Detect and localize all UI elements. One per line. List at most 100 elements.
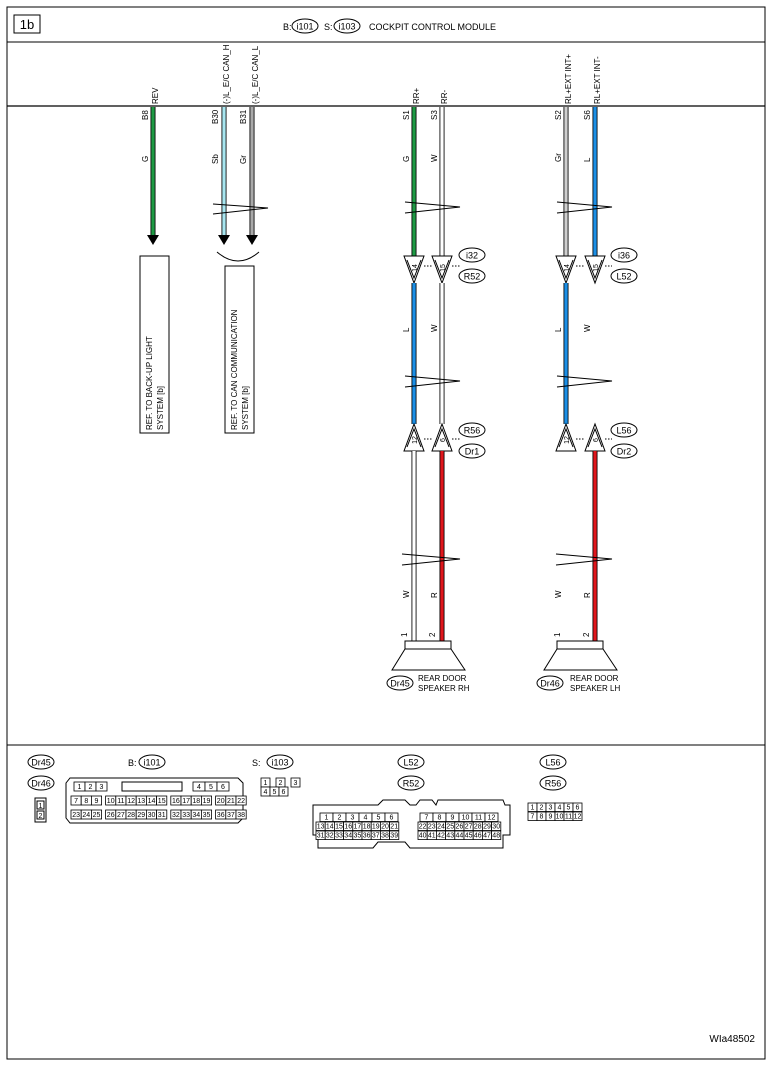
i101-pin-17: 17 [182,798,190,805]
l52-pin-20: 20 [381,824,389,831]
i101-pin-33: 33 [182,812,190,819]
i101-pin-3-cell [95,781,108,792]
l52-pin-37: 37 [372,833,380,840]
page-tag: 1b [20,17,34,32]
l52-pin-29: 29 [483,824,491,831]
cv-i101-prefix: B: [128,758,137,768]
color-b8: G [141,156,150,162]
i103-pin-3-cell [290,777,301,788]
l52-pin-28: 28 [474,824,482,831]
l52-pin-33: 33 [335,833,343,840]
l52-pin-19: 19 [372,824,380,831]
l52-pin-15: 15 [335,824,343,831]
i101-pin-19: 19 [203,798,211,805]
speaker-rh-icon [391,640,466,671]
i101-pin-8: 8 [84,798,88,805]
pin-s2: S2 [554,110,563,120]
l52-pin-10: 10 [462,815,470,822]
l56-pin-4: 4 [558,805,562,812]
i101-pin-9-cell [91,795,103,806]
i103-pin-2: 2 [279,780,283,787]
i101-pin-19-cell [200,795,212,806]
title-b-connector: i101 [296,22,313,32]
l52-pin-25: 25 [446,824,454,831]
l56-pin-6-cell [572,802,583,812]
i101-pin-35: 35 [203,812,211,819]
i101-pin-31-cell [156,809,168,820]
i103-pin-5: 5 [273,789,277,796]
i101-pin-30: 30 [148,812,156,819]
l52-pin-40: 40 [419,833,427,840]
l56-pin-12: 12 [574,814,582,821]
color-b30: Sb [211,154,220,164]
connector-dr46: Dr46 [540,679,560,689]
connector-dr1: Dr1 [465,447,480,457]
i103-pin-3: 3 [294,780,298,787]
title-block: B: i101 S: i103 COCKPIT CONTROL MODULE [283,18,496,34]
i101-pin-11: 11 [117,798,124,805]
i101-pin-38-cell [235,809,247,820]
i101-pin-25-cell [91,809,103,820]
l56-pin-1: 1 [531,805,535,812]
l52-pin-41: 41 [428,833,436,840]
signal-rev: REV [151,87,160,104]
l52-pin-14: 14 [326,824,334,831]
i101-pin-26: 26 [107,812,115,819]
rh-bottom-color-w: W [402,590,411,598]
cv-dr-pin-2: 2 [39,813,43,820]
connector-i32: i32 [466,251,478,261]
rh-upper-pin-15-label: 15 [440,264,447,272]
cv-i103-label: i103 [271,758,288,768]
ref-backup-light: REF. TO BACK-UP LIGHT SYSTEM [b] [139,255,170,434]
rh-lower-pin-12-label: 12 [412,436,419,444]
l52-pin-48-cell [491,830,502,840]
figure-code: WIa48502 [709,1034,755,1045]
title-s-connector: i103 [338,22,355,32]
l52-pin-30: 30 [492,824,500,831]
lh-upper-pin-15-label: 15 [593,264,600,272]
l52-pin-27: 27 [465,824,473,831]
i101-pin-2: 2 [89,784,93,791]
i101-pin-1: 1 [78,784,82,791]
l52-pin-38: 38 [381,833,389,840]
i101-pin-16: 16 [172,798,180,805]
l52-pin-39: 39 [390,833,398,840]
pin-b8: B8 [141,110,150,120]
l52-pin-11: 11 [475,815,482,822]
speaker-lh-label-1: REAR DOOR [570,674,619,683]
l52-pin-17: 17 [354,824,362,831]
cv-dr45-label: Dr45 [31,758,51,768]
i103-pin-6-cell [278,786,289,797]
lh-bottom-color-w: W [554,590,563,598]
cv-l56-label: L56 [545,758,560,768]
i101-pin-6: 6 [221,784,225,791]
color-s1: G [402,156,411,162]
l52-pin-13: 13 [317,824,325,831]
connector-r56: R56 [464,426,481,436]
l52-pin-44: 44 [456,833,464,840]
signal-can-h: (-)L_E/C CAN_H [222,44,231,104]
ref-backup-line1: REF. TO BACK-UP LIGHT [145,336,154,430]
pin-b31: B31 [239,109,248,124]
l52-pin-47: 47 [483,833,491,840]
cv-i101-label: i101 [143,758,160,768]
color-s2: Gr [554,153,563,162]
i101-pin-12: 12 [127,798,135,805]
i101-pin-15-cell [156,795,168,806]
signal-rr-plus: RR+ [412,87,421,104]
connector-i36: i36 [618,251,630,261]
l52-pin-18: 18 [363,824,371,831]
speaker-rh-label-2: SPEAKER RH [418,684,470,693]
title-s-connector-oval [333,18,361,34]
module-pin-labels: B8 REV G B30 (-)L_E/C CAN_H Sb B31 (-)L_… [141,44,602,164]
i101-pin-25: 25 [93,812,101,819]
page-tag-box [13,14,41,34]
lh-upper-pin-14 [555,255,577,285]
cv-r52-label: R52 [403,779,420,789]
l52-pin-9: 9 [451,815,455,822]
lh-upper-pin-15 [584,255,606,285]
